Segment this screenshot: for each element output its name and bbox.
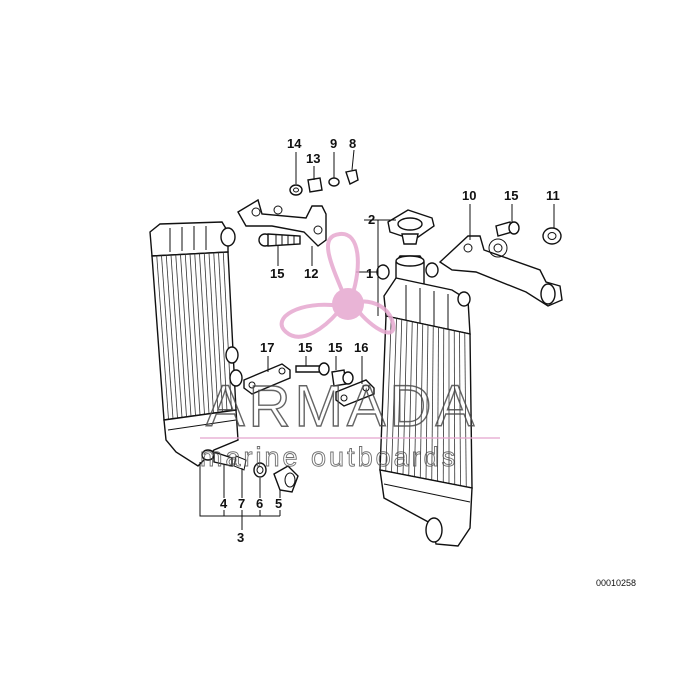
callout-13: 13 bbox=[306, 151, 320, 166]
propeller-logo-icon bbox=[279, 232, 396, 339]
radiator-cap bbox=[387, 209, 435, 245]
callout-15-lower-b: 15 bbox=[328, 340, 342, 355]
callout-11: 11 bbox=[546, 188, 560, 203]
right-mount-bracket bbox=[438, 235, 563, 307]
callout-3: 3 bbox=[237, 530, 244, 545]
callout-15-left: 15 bbox=[270, 266, 284, 281]
leader-lines bbox=[199, 149, 555, 530]
callout-10: 10 bbox=[462, 188, 476, 203]
bolt-15-lower-b bbox=[331, 369, 354, 387]
bolt-15-lower-a bbox=[295, 362, 330, 376]
callout-17: 17 bbox=[260, 340, 274, 355]
lower-bracket-16 bbox=[335, 379, 375, 407]
callout-7: 7 bbox=[238, 496, 245, 511]
callout-5: 5 bbox=[275, 496, 282, 511]
bolt-15-right bbox=[495, 221, 520, 237]
rubber-bushing-11 bbox=[542, 227, 562, 245]
callout-labels: 1 2 3 4 5 6 7 8 9 10 11 12 13 14 15 15 1… bbox=[220, 136, 560, 545]
watermark: ARMADA marine outboards bbox=[200, 232, 500, 472]
callout-9: 9 bbox=[330, 136, 337, 151]
right-radiator bbox=[376, 255, 473, 547]
watermark-tagline: marine outboards bbox=[200, 442, 458, 472]
bolt-15-left bbox=[258, 233, 301, 247]
callout-2: 2 bbox=[368, 212, 375, 227]
drain-plug-assembly bbox=[213, 451, 299, 493]
watermark-brand: ARMADA bbox=[206, 374, 478, 439]
callout-12: 12 bbox=[304, 266, 318, 281]
callout-4: 4 bbox=[220, 496, 228, 511]
callout-6: 6 bbox=[256, 496, 263, 511]
callout-15-lower-a: 15 bbox=[298, 340, 312, 355]
left-mount-bracket bbox=[237, 198, 327, 247]
callout-1: 1 bbox=[366, 266, 373, 281]
fastener-stack-top bbox=[289, 169, 359, 196]
lower-bracket-17 bbox=[243, 363, 291, 395]
document-id: 00010258 bbox=[596, 578, 636, 588]
callout-14: 14 bbox=[287, 136, 302, 151]
callout-8: 8 bbox=[349, 136, 356, 151]
callout-15-top-right: 15 bbox=[504, 188, 518, 203]
callout-16: 16 bbox=[354, 340, 368, 355]
